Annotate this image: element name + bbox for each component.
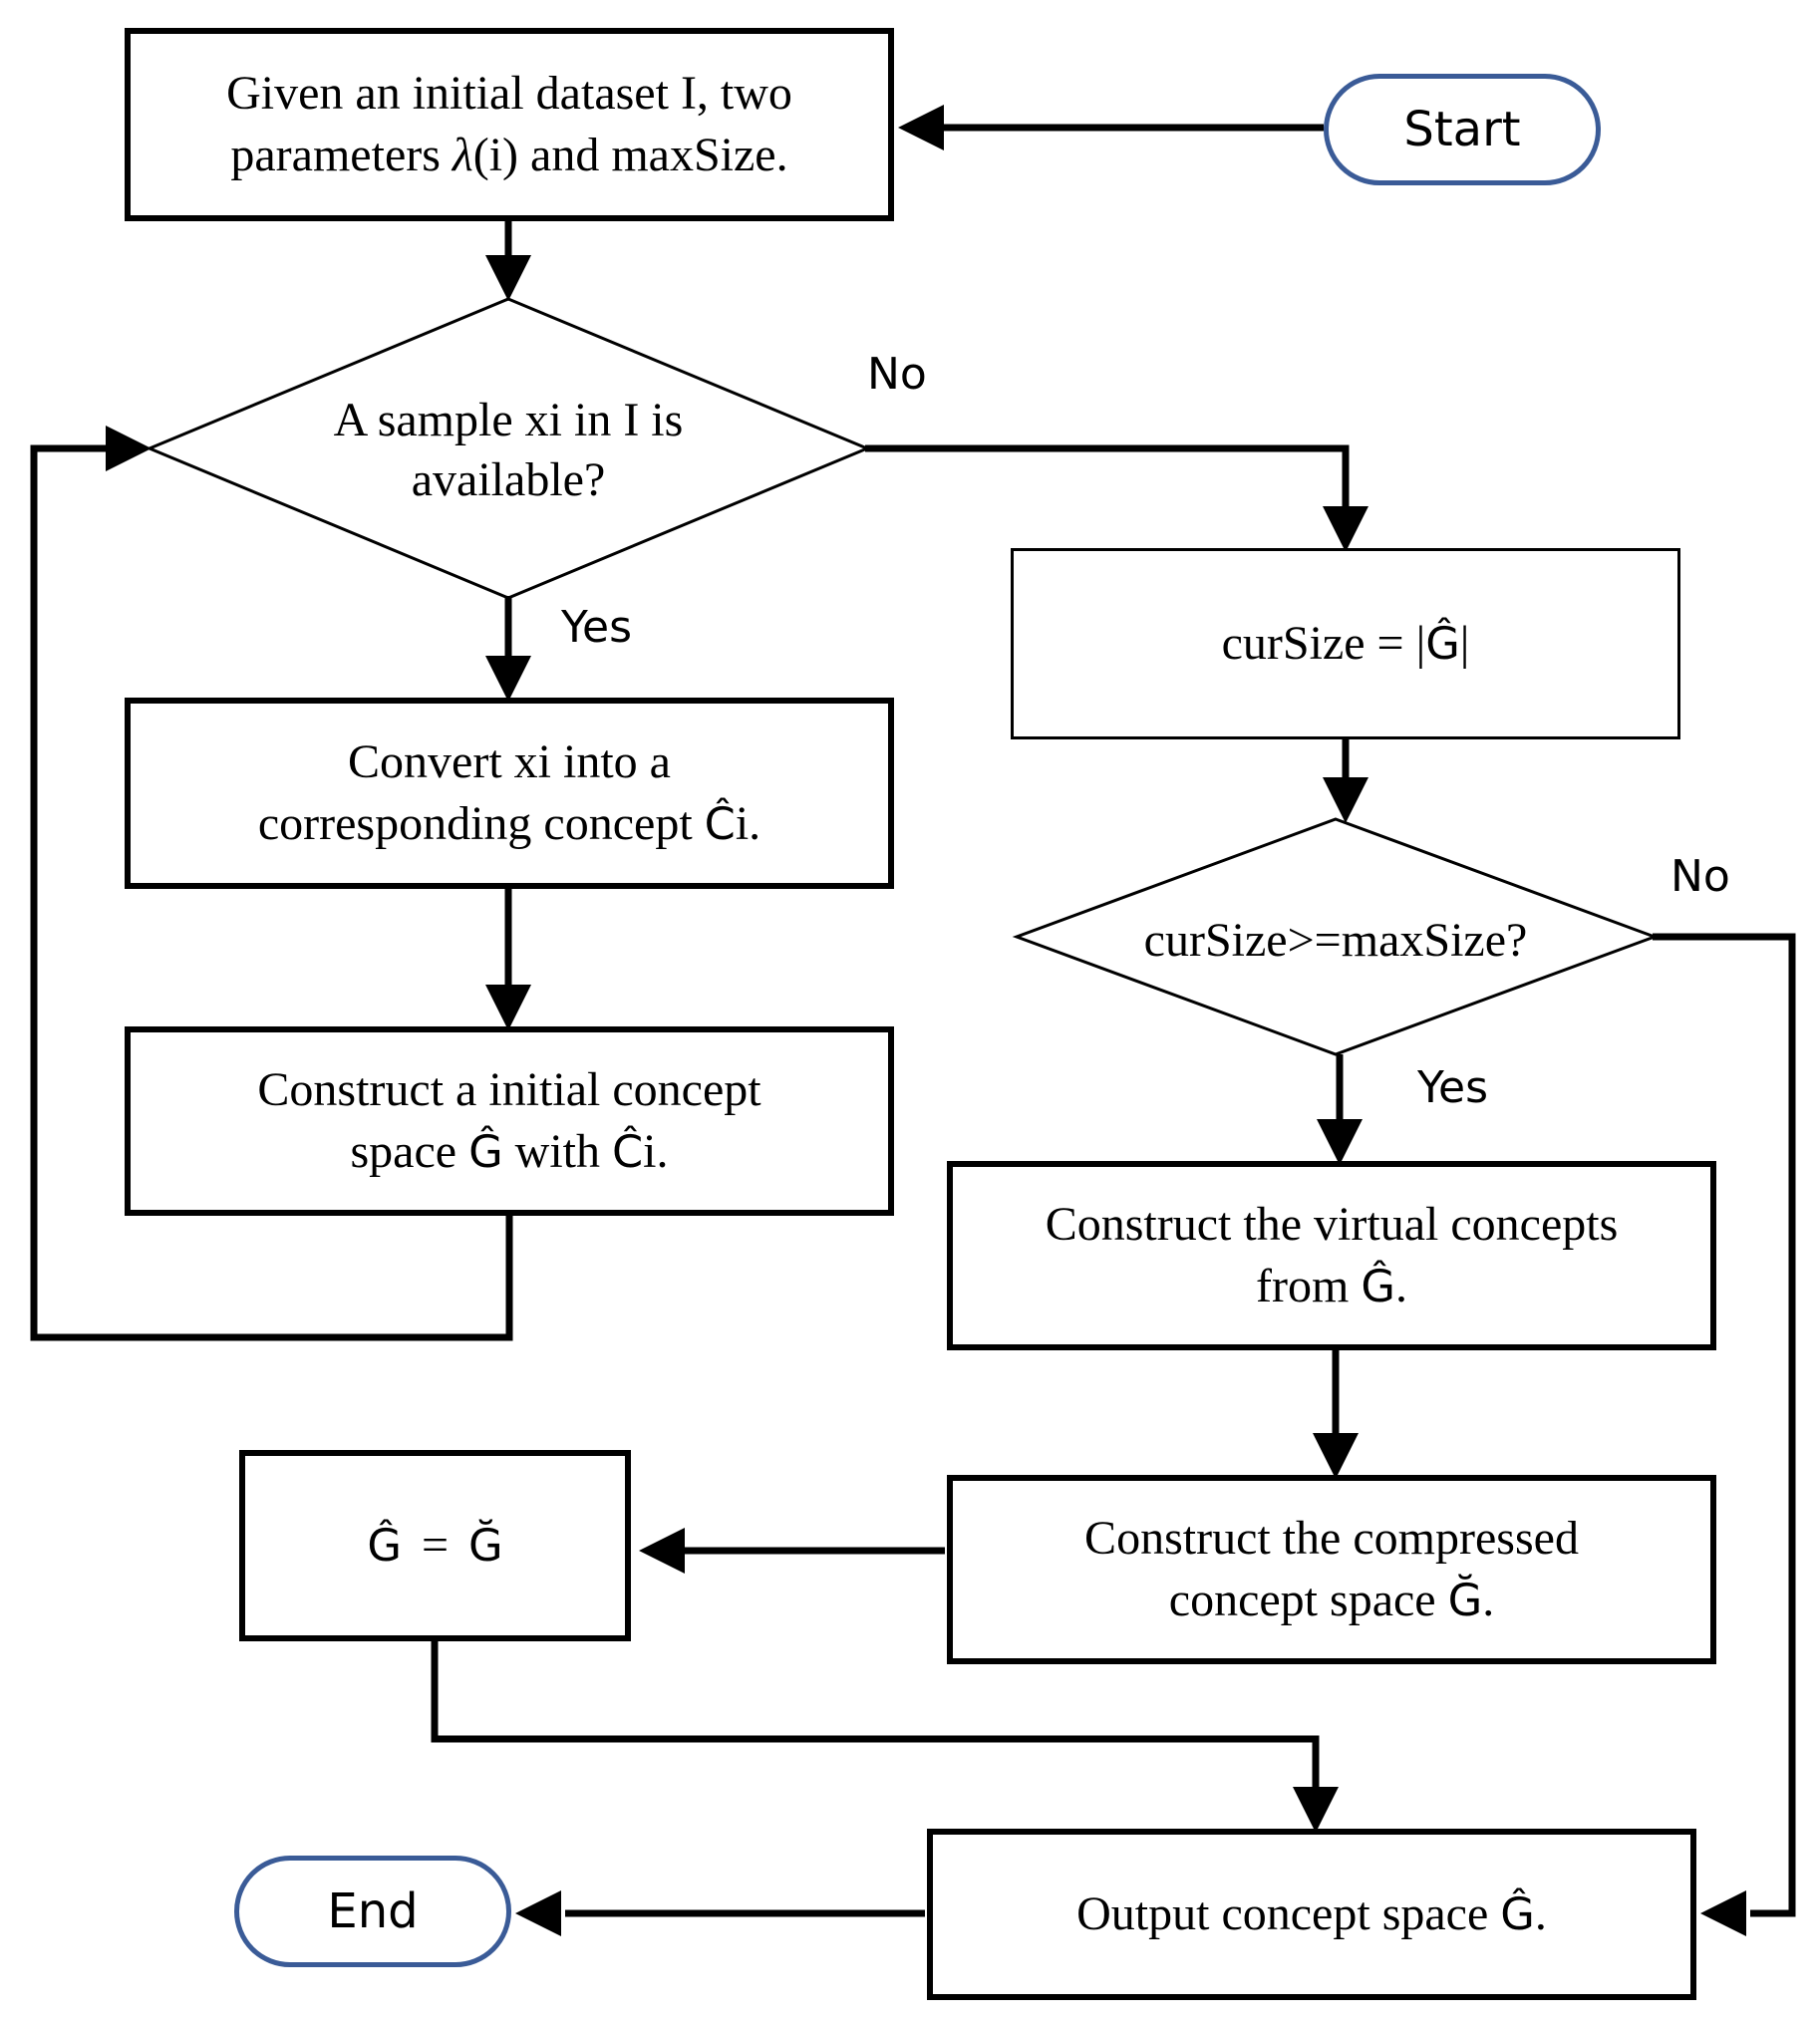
- init-box: Given an initial dataset I, two paramete…: [125, 28, 894, 221]
- g-hat-symbol: Ĝ: [1500, 1888, 1535, 1940]
- g-hat-symbol: Ĝ: [1425, 618, 1460, 670]
- output-text: Output concept space Ĝ.: [1076, 1887, 1547, 1940]
- compressed-space-text: Construct the compressed concept space Ğ…: [1084, 1512, 1579, 1626]
- c-hat-symbol: Ĉ: [704, 798, 736, 850]
- g-hat-symbol: Ĝ: [468, 1126, 503, 1178]
- arrowhead: [515, 1890, 561, 1936]
- assign-text: Ĝ=Ğ: [367, 1519, 503, 1572]
- edge-output-to-end: [515, 1890, 925, 1936]
- cursize-decision-text: curSize>=maxSize?: [1143, 914, 1528, 967]
- edge-cursize-to-size-decision: [1323, 739, 1368, 823]
- g-hat-symbol: Ĝ: [367, 1520, 402, 1572]
- arrowhead: [485, 255, 531, 301]
- compressed-space-box: Construct the compressed concept space Ğ…: [947, 1475, 1716, 1664]
- sample-available-decision-text: A sample xi in I is available?: [333, 394, 684, 506]
- arrowhead: [639, 1528, 685, 1574]
- size-no-label: No: [1670, 851, 1730, 902]
- arrowhead: [1323, 506, 1368, 552]
- arrowhead: [485, 985, 531, 1030]
- end-label: End: [327, 1883, 419, 1939]
- sample-no-label: No: [867, 349, 927, 400]
- start-node: Start: [1324, 74, 1601, 185]
- construct-initial-box: Construct a initial concept space Ĝ with…: [125, 1026, 894, 1216]
- edge-sample-no-to-cursize: [865, 444, 1368, 552]
- start-label: Start: [1403, 102, 1521, 157]
- arrowhead: [106, 426, 152, 471]
- sample-yes-label: Yes: [561, 602, 633, 653]
- g-breve-symbol: Ğ: [468, 1520, 503, 1572]
- arrowhead: [1313, 1433, 1359, 1479]
- cursize-text: curSize = |Ĝ|: [1221, 617, 1470, 670]
- edge-size-no-to-output: [1653, 933, 1796, 1936]
- cursize-box: curSize = |Ĝ|: [1011, 548, 1680, 739]
- cursize-decision-shape: [1012, 817, 1660, 1056]
- arrowhead: [1700, 1890, 1746, 1936]
- edge-init-to-sample-decision: [485, 221, 531, 301]
- edge-compressed-to-assign: [639, 1528, 945, 1574]
- g-hat-symbol: Ĝ: [1361, 1261, 1395, 1312]
- arrowhead: [485, 656, 531, 702]
- virtual-concepts-text: Construct the virtual concepts from Ĝ.: [1045, 1198, 1619, 1312]
- arrowhead: [1317, 1119, 1363, 1165]
- edge-start-to-init: [898, 105, 1324, 150]
- end-node: End: [234, 1856, 511, 1967]
- init-text: Given an initial dataset I, two paramete…: [226, 67, 792, 181]
- arrowhead: [1323, 777, 1368, 823]
- edge-size-yes-to-virtual: [1317, 1054, 1363, 1165]
- arrowhead: [1293, 1787, 1339, 1833]
- convert-box: Convert xi into a corresponding concept …: [125, 698, 894, 889]
- virtual-concepts-box: Construct the virtual concepts from Ĝ.: [947, 1161, 1716, 1350]
- edge-sample-yes-to-convert: [485, 596, 531, 702]
- g-breve-symbol: Ğ: [1447, 1575, 1483, 1626]
- edge-loopback-to-sample-decision: [30, 426, 513, 1341]
- size-yes-label: Yes: [1417, 1062, 1489, 1113]
- c-hat-symbol: Ĉ: [612, 1126, 644, 1178]
- arrowhead: [898, 105, 944, 150]
- edge-convert-to-construct-initial: [485, 889, 531, 1030]
- construct-initial-text: Construct a initial concept space Ĝ with…: [257, 1063, 761, 1178]
- lambda-symbol: λ: [452, 129, 473, 181]
- edge-virtual-to-compressed: [1313, 1350, 1359, 1479]
- convert-text: Convert xi into a corresponding concept …: [257, 735, 761, 850]
- assign-box: Ĝ=Ğ: [239, 1450, 631, 1641]
- edge-assign-to-output: [431, 1641, 1339, 1833]
- output-box: Output concept space Ĝ.: [927, 1829, 1696, 2000]
